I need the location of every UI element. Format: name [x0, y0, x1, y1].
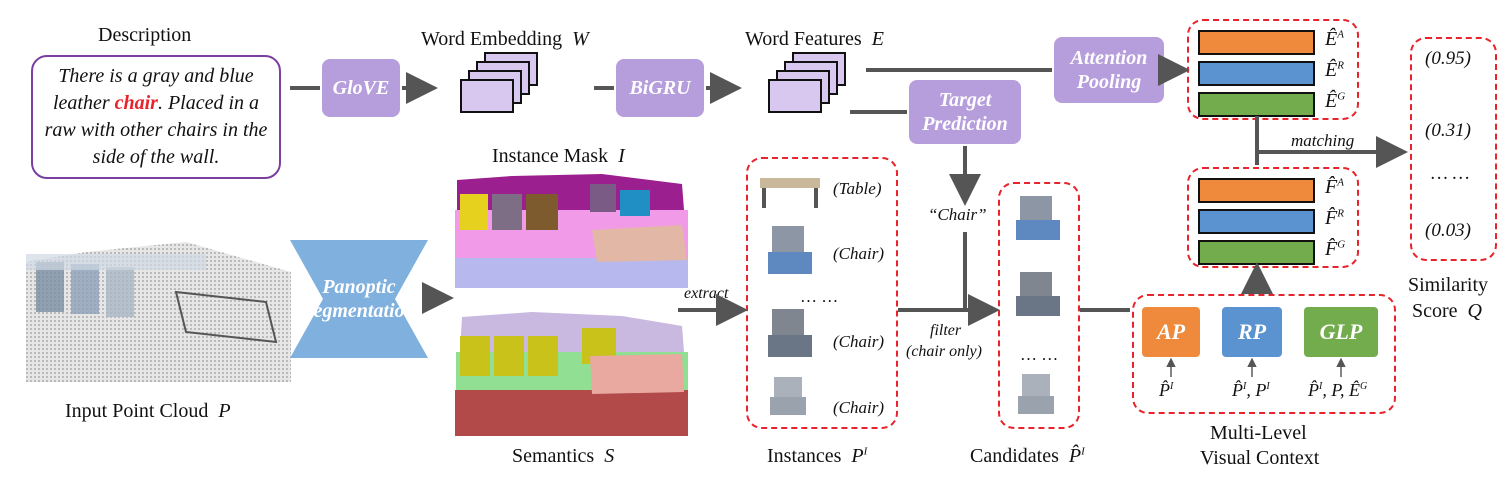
instance-label: (Table) [833, 179, 882, 198]
score-item: (0.31) [1425, 120, 1471, 141]
f-a-bar [1198, 178, 1315, 203]
bigru-module: BiGRU [616, 59, 704, 117]
instance-label: (Chair) [833, 244, 884, 263]
multi-level-context-group [1132, 294, 1396, 414]
ap-module: AP [1142, 307, 1200, 357]
instance-label: (Chair) [833, 398, 884, 417]
score-item: … … [1431, 163, 1470, 184]
f-a-label: F̂A [1325, 176, 1344, 198]
candidate-chair-image [1012, 372, 1062, 418]
f-g-bar [1198, 240, 1315, 265]
f-r-bar [1198, 209, 1315, 234]
candidate-chair-image [1010, 268, 1065, 323]
description-box: There is a gray and blue leather chair. … [31, 55, 281, 179]
similarity-label-1: Similarity [1408, 274, 1488, 296]
description-title: Description [98, 24, 192, 46]
e-a-label: ÊA [1325, 28, 1344, 50]
e-r-label: ÊR [1325, 59, 1344, 81]
similarity-label-2: Score Q [1412, 300, 1482, 322]
instances-group [746, 157, 898, 429]
instance-table-image [758, 172, 823, 210]
semantics-label: Semantics S [512, 445, 615, 467]
e-r-bar [1198, 61, 1315, 86]
glp-module: GLP [1304, 307, 1378, 357]
rp-module: RP [1222, 307, 1282, 357]
attention-pooling-module: Attention Pooling [1054, 37, 1164, 103]
visual-features-group [1187, 167, 1359, 268]
instance-chair-image [764, 375, 814, 419]
description-text-after: . Placed in a raw with other chairs in t… [44, 92, 268, 168]
instance-mask-label: Instance Mask I [492, 145, 625, 167]
f-g-label: F̂G [1325, 238, 1346, 260]
multi-level-label-1: Multi-Level [1210, 422, 1307, 444]
instance-label: … … [800, 287, 839, 306]
semantics-image [452, 312, 692, 440]
panoptic-segmentation-module: Panoptic Segmentation [290, 240, 428, 358]
ap-input-label: P̂I [1159, 380, 1174, 400]
description-text-before: There is a gray and blue leather [52, 65, 254, 114]
filter-chair-only-label: (chair only) [906, 343, 982, 360]
filter-label: filter [930, 322, 962, 339]
candidate-dots: … … [1020, 345, 1059, 364]
target-prediction-module: Target Prediction [909, 80, 1021, 144]
score-item: (0.03) [1425, 220, 1471, 241]
instance-mask-image [452, 170, 692, 300]
similarity-group [1410, 37, 1497, 261]
score-item: (0.95) [1425, 48, 1471, 69]
description-highlight: chair [114, 92, 158, 114]
glove-module: GloVE [322, 59, 400, 117]
matching-label: matching [1291, 131, 1355, 150]
f-r-label: F̂R [1325, 207, 1344, 229]
chair-quote-label: “Chair” [928, 205, 987, 224]
word-features-stack [768, 52, 848, 113]
glp-input-label: P̂I, P, ÊG [1308, 380, 1368, 400]
input-point-cloud-label: Input Point Cloud P [65, 400, 231, 422]
word-features-label: Word Features E [745, 28, 884, 50]
word-embedding-stack [460, 52, 540, 113]
instance-chair-image [762, 305, 817, 363]
word-embedding-label: Word Embedding W [421, 28, 589, 50]
candidate-chair-image [1010, 192, 1065, 247]
input-point-cloud-image [26, 232, 291, 382]
instance-label: (Chair) [833, 332, 884, 351]
candidates-label: Candidates P̂I [970, 445, 1085, 467]
e-a-bar [1198, 30, 1315, 55]
instance-chair-image [762, 222, 817, 280]
instances-label: Instances PI [767, 445, 868, 467]
e-g-label: ÊG [1325, 90, 1346, 112]
multi-level-label-2: Visual Context [1200, 447, 1320, 469]
rp-input-label: P̂I, PI [1232, 380, 1270, 400]
